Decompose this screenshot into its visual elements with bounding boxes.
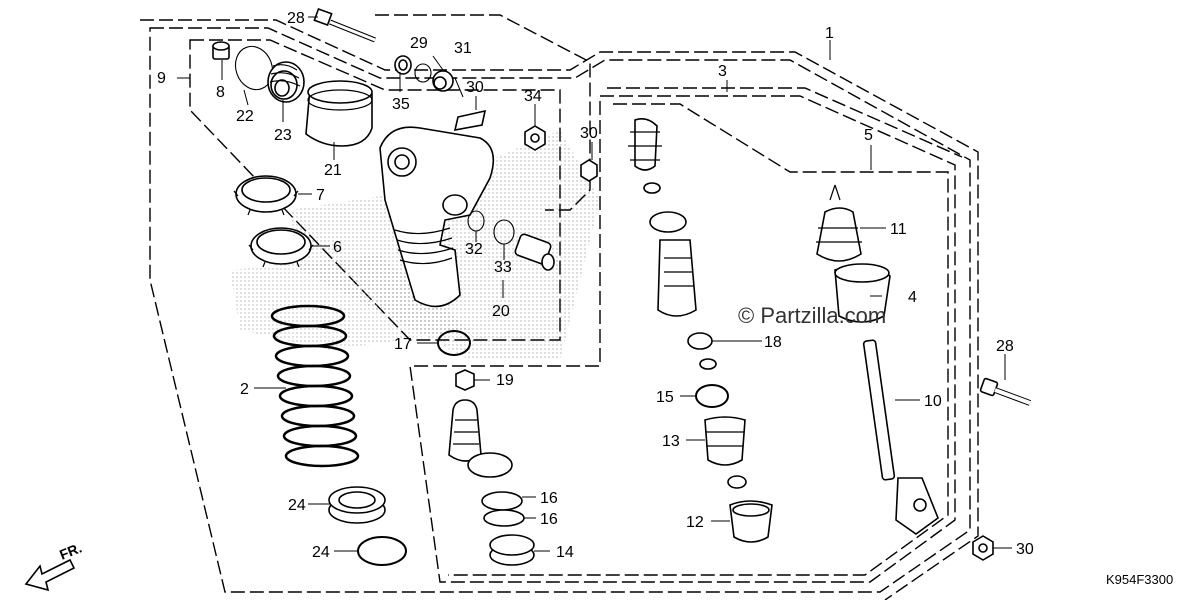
bladder-21 — [305, 80, 373, 147]
callout-19[interactable]: 19 — [496, 372, 514, 389]
cap-12 — [729, 500, 773, 543]
callout-4[interactable]: 4 — [908, 289, 917, 306]
shock-body — [379, 126, 495, 308]
callout-17[interactable]: 17 — [394, 336, 412, 353]
callout-28[interactable]: 28 — [287, 10, 305, 27]
washer-18-small — [699, 358, 717, 370]
nut-19 — [455, 369, 475, 391]
callout-21[interactable]: 21 — [324, 162, 342, 179]
callout-2[interactable]: 2 — [240, 381, 249, 398]
callout-11[interactable]: 11 — [890, 221, 907, 238]
seal-upper — [649, 211, 687, 233]
piston-assy — [657, 239, 697, 317]
callout-22[interactable]: 22 — [236, 108, 254, 125]
lock-nut-7 — [233, 175, 299, 216]
spring-seat-25 — [328, 486, 386, 524]
o-ring-15 — [695, 384, 729, 408]
callout-12[interactable]: 12 — [686, 514, 704, 531]
callout-30-bottom[interactable]: 30 — [1016, 541, 1034, 558]
front-arrow-icon: FR. — [24, 539, 84, 592]
callout-8[interactable]: 8 — [216, 84, 225, 101]
compression-adjuster-20 — [514, 233, 555, 271]
leader-lines — [177, 16, 1012, 552]
callout-1[interactable]: 1 — [825, 25, 834, 42]
callout-32[interactable]: 32 — [465, 241, 483, 258]
callout-16a[interactable]: 16 — [540, 490, 558, 507]
washer-35-inner — [398, 59, 408, 71]
callout-3[interactable]: 3 — [718, 63, 727, 80]
callout-7[interactable]: 7 — [316, 187, 325, 204]
adjuster-31 — [432, 70, 454, 92]
callout-24[interactable]: 24 — [312, 544, 330, 561]
rebound-stopper-assy — [448, 399, 513, 478]
front-indicator-text: FR. — [57, 539, 84, 562]
small-cap — [727, 475, 747, 489]
o-ring-26 — [414, 63, 432, 83]
o-ring-22 — [234, 45, 274, 91]
callout-25[interactable]: 24 — [288, 497, 306, 514]
spring-2 — [270, 304, 360, 468]
shaded-areas — [230, 130, 600, 360]
circlip-24 — [357, 536, 407, 566]
bump-rubber-11 — [816, 184, 862, 262]
callout-26[interactable]: 29 — [410, 35, 428, 52]
diagram-code: K954F3300 — [1106, 572, 1173, 587]
valve-cap-8 — [212, 41, 230, 60]
spring-seat-4 — [834, 263, 891, 323]
bump-rubber-top — [628, 118, 662, 194]
watermark-text: © Partzilla.com — [738, 303, 886, 328]
callout-10[interactable]: 10 — [924, 393, 942, 410]
adjuster-nut-6 — [248, 227, 314, 268]
callout-23[interactable]: 23 — [274, 127, 292, 144]
bladder-cap-23 — [267, 61, 305, 103]
callout-18[interactable]: 18 — [764, 334, 782, 351]
bushing-14 — [489, 534, 535, 566]
callout-13[interactable]: 13 — [662, 433, 680, 450]
callout-5[interactable]: 5 — [864, 127, 873, 144]
nut-30-top — [580, 159, 598, 182]
callout-9[interactable]: 9 — [157, 70, 166, 87]
washer-18 — [687, 332, 713, 350]
callout-29[interactable]: 28 — [996, 338, 1014, 355]
callout-31[interactable]: 31 — [454, 40, 472, 57]
label-27 — [453, 109, 487, 132]
bump-rubber-13 — [704, 416, 746, 466]
callout-34[interactable]: 34 — [524, 88, 542, 105]
bolt-29 — [979, 377, 1032, 406]
callout-33[interactable]: 33 — [494, 259, 512, 276]
callout-20[interactable]: 20 — [492, 303, 510, 320]
callout-14[interactable]: 14 — [556, 544, 574, 561]
shock-rod-10 — [862, 339, 939, 535]
callout-15[interactable]: 15 — [656, 389, 674, 406]
callouts: 28 1 29 31 3 9 8 30 34 35 22 23 5 30 21 … — [157, 10, 1034, 561]
bolt-28 — [313, 7, 376, 43]
ring-16b — [483, 509, 525, 527]
ring-16a — [481, 491, 523, 511]
callout-30-top[interactable]: 30 — [580, 125, 598, 142]
callout-6[interactable]: 6 — [333, 239, 342, 256]
callout-16b[interactable]: 16 — [540, 511, 558, 528]
callout-27[interactable]: 30 — [466, 79, 484, 96]
callout-35[interactable]: 35 — [392, 96, 410, 113]
